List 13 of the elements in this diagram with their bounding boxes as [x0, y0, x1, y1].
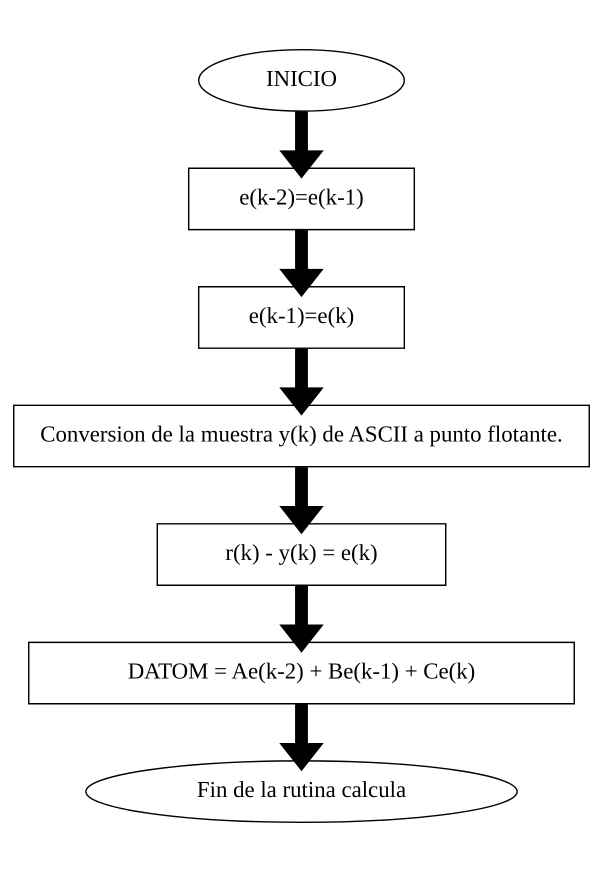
- arrow: [279, 230, 324, 298]
- node-ellipse: Fin de la rutina calcula: [85, 760, 518, 823]
- node-box: e(k-1)=e(k): [198, 286, 406, 349]
- node-box: Conversion de la muestra y(k) de ASCII a punto flotante.: [13, 404, 590, 468]
- node-box: r(k) - y(k) = e(k): [156, 523, 446, 586]
- arrow: [279, 704, 324, 772]
- node-box: e(k-2)=e(k-1): [188, 168, 416, 230]
- arrow: [279, 112, 324, 179]
- arrow: [279, 586, 324, 653]
- node-ellipse: INICIO: [198, 49, 406, 112]
- node-box: DATOM = Ae(k-2) + Be(k-1) + Ce(k): [28, 642, 575, 704]
- arrow: [279, 348, 324, 416]
- arrow: [279, 467, 324, 534]
